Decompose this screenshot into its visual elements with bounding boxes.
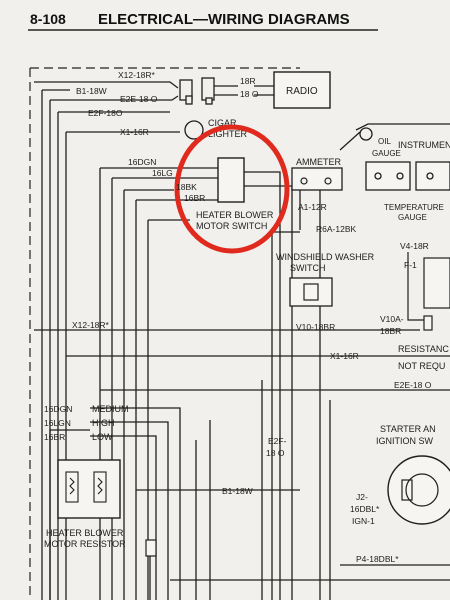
ammeter-label: AMMETER: [296, 157, 342, 167]
ammeter-terminal-icon: [324, 177, 332, 185]
resistor-label-2: MOTOR RESISTOR: [44, 539, 126, 549]
wire-label-p4-18dbl: P4-18DBL*: [356, 554, 399, 564]
heater-blower-switch-box: [217, 157, 245, 203]
speed-low-label: LOW: [92, 432, 113, 442]
wire-labels: X12-18R* B1-18W E2E-18 O E2F-18O 18R 18 …: [44, 70, 432, 564]
wire-label-v10a: V10A-: [380, 314, 404, 324]
wire-label-16lg: 16LG: [152, 168, 173, 178]
wire-label-f1: F-1: [404, 260, 417, 270]
ignition-terminal-icon: [401, 479, 413, 501]
wire-label-16dgn: 16DGN: [128, 157, 156, 167]
heater-switch-label-2: MOTOR SWITCH: [196, 221, 267, 231]
temp-gauge-label-1: TEMPERATURE: [384, 203, 444, 212]
wire-label-e2f-18o-top: E2F-18O: [88, 108, 123, 118]
oil-gauge-label-1: OIL: [378, 137, 391, 146]
page-title: ELECTRICAL—WIRING DIAGRAMS: [98, 11, 350, 28]
wire-label-x12-18r-top: X12-18R*: [118, 70, 156, 80]
wire-label-e2e-18o-mid: E2E-18 O: [394, 380, 432, 390]
speed-high-label: HIGH: [92, 418, 115, 428]
radio-label: RADIO: [286, 86, 318, 97]
wire-label-16br: 16BR: [184, 193, 205, 203]
wire-label-b1-18w-top: B1-18W: [76, 86, 107, 96]
wire-label-16dgn-left: 16DGN: [44, 404, 72, 414]
wire-label-x1-16r-top: X1-16R: [120, 127, 149, 137]
resistor-label-1: HEATER BLOWER: [46, 528, 124, 538]
washer-switch-label-2: SWITCH: [290, 263, 326, 273]
radio-connectors: [179, 77, 215, 105]
instrument-label: INSTRUMENT: [398, 140, 450, 150]
heater-switch-label-1: HEATER BLOWER: [196, 210, 274, 220]
oil-gauge-label-2: GAUGE: [372, 149, 401, 158]
temp-gauge-label-2: GAUGE: [398, 213, 427, 222]
resistance-label-2: NOT REQU: [398, 361, 445, 371]
wire-label-a1-12r: A1-12R: [298, 202, 327, 212]
highlight-circle: [174, 124, 290, 254]
wire-label-e2e-18o-top: E2E-18 O: [120, 94, 158, 104]
cigar-lighter-label-2: LIGHTER: [208, 129, 248, 139]
ignition-label-2: IGNITION SW: [376, 436, 434, 446]
diagram-border: [29, 67, 300, 600]
wire-label-e2f-1: E2F-: [268, 436, 287, 446]
instrument-cluster: [339, 123, 450, 191]
wire-label-v10a-2: 18BR: [380, 326, 401, 336]
wire-label-x1-16r-mid: X1-16R: [330, 351, 359, 361]
wire-label-v10-18br: V10-18BR: [296, 322, 335, 332]
ignition-switch-inner-icon: [405, 473, 439, 507]
bottom-connector: [145, 539, 157, 557]
wire-label-18o: 18 O: [240, 89, 259, 99]
blower-resistor-box: [57, 459, 121, 519]
resistor-coils: [65, 471, 107, 503]
wire-label-ign1: IGN-1: [352, 516, 375, 526]
wire-label-16lgn-left: 16LGN: [44, 418, 71, 428]
ammeter-terminal-icon: [300, 177, 308, 185]
resistance-label-1: RESISTANC: [398, 344, 449, 354]
radio-box: [273, 71, 331, 109]
wire-label-18bk: 18BK: [176, 182, 197, 192]
wire-label-16br-left: 16BR: [44, 432, 65, 442]
cigar-lighter-icon: [184, 120, 204, 140]
wire-label-v4-18r: V4-18R: [400, 241, 429, 251]
ignition-label-1: STARTER AN: [380, 424, 436, 434]
wire-label-r6a-12bk: R6A-12BK: [316, 224, 356, 234]
wire-label-18r: 18R: [240, 76, 256, 86]
wire-label-16dbl: 16DBL*: [350, 504, 380, 514]
washer-switch-box: [289, 277, 333, 307]
cigar-lighter-label-1: CIGAR: [208, 118, 237, 128]
speed-medium-label: MEDIUM: [92, 404, 129, 414]
wire-label-e2f-2: 18 O: [266, 448, 285, 458]
ignition-switch-icon: [387, 455, 450, 525]
wire-label-j2: J2-: [356, 492, 368, 502]
washer-switch-contacts: [303, 283, 319, 301]
ammeter-box: [291, 167, 343, 191]
washer-switch-label-1: WINDSHIELD WASHER: [276, 252, 375, 262]
right-side-component: [407, 252, 450, 331]
page-number: 8-108: [30, 11, 66, 27]
wire-label-x12-18r-mid: X12-18R*: [72, 320, 110, 330]
wire-label-b1-18w-mid: B1-18W: [222, 486, 253, 496]
